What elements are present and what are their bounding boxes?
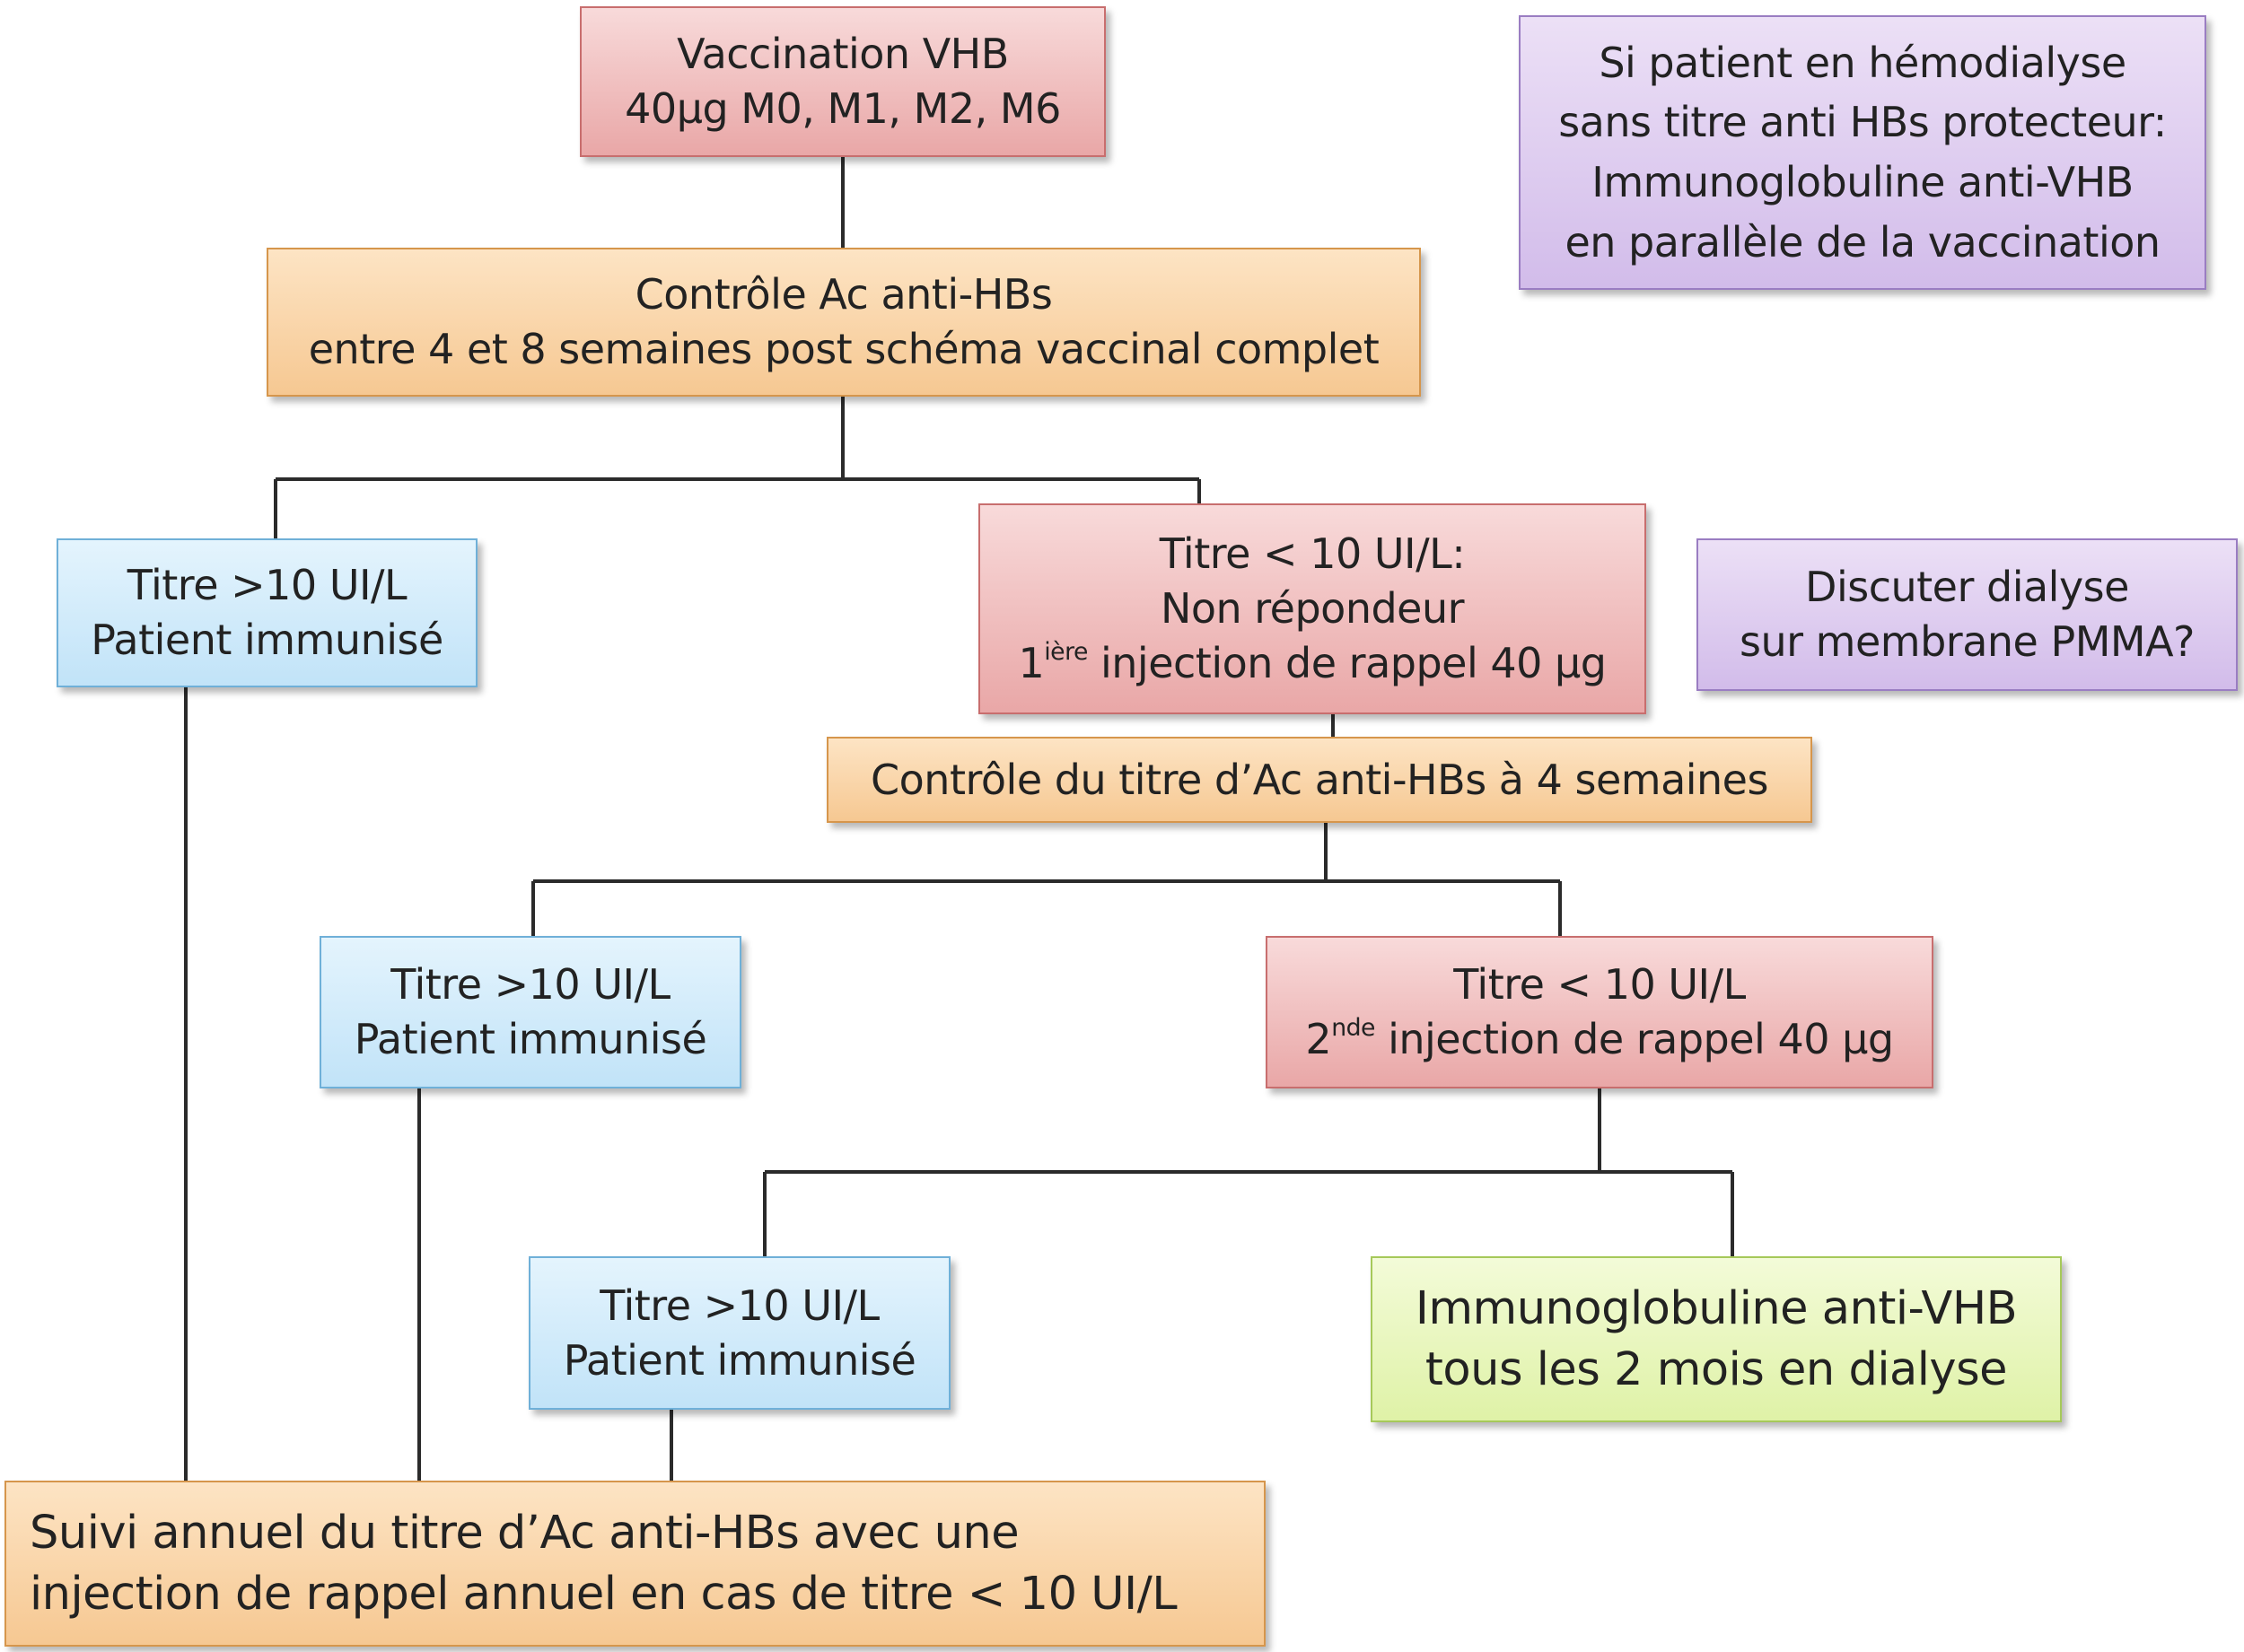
pmma-note-box: Discuter dialyse sur membrane PMMA?: [1696, 538, 2238, 691]
rappel2-line2: 2nde injection de rappel 40 µg: [1305, 1012, 1894, 1067]
non-repondeur-line2: Non répondeur: [1160, 584, 1465, 634]
non-repondeur-injection-text: injection de rappel 40 µg: [1087, 638, 1607, 687]
vaccination-line1: Vaccination VHB: [677, 30, 1009, 79]
vaccination-line2: 40µg M0, M1, M2, M6: [625, 84, 1061, 133]
controle-initial-box: Contrôle Ac anti-HBs entre 4 et 8 semain…: [267, 248, 1421, 397]
immunise3-line1: Titre >10 UI/L: [600, 1281, 880, 1330]
controle-4-semaines-box: Contrôle du titre d’Ac anti-HBs à 4 sema…: [827, 737, 1812, 823]
non-repondeur-ordinal-suffix: ière: [1044, 637, 1088, 666]
patient-immunise-box-1: Titre >10 UI/L Patient immunisé: [57, 538, 478, 687]
patient-immunise-box-2: Titre >10 UI/L Patient immunisé: [320, 936, 741, 1088]
non-repondeur-line1: Titre < 10 UI/L:: [1159, 529, 1466, 579]
non-repondeur-line3: 1ière injection de rappel 40 µg: [1018, 636, 1607, 691]
rappel2-ordinal: 2: [1305, 1015, 1332, 1063]
immunoglobuline-line1: Immunoglobuline anti-VHB: [1415, 1282, 2018, 1336]
rappel2-line1: Titre < 10 UI/L: [1453, 960, 1746, 1010]
non-repondeur-box: Titre < 10 UI/L: Non répondeur 1ière inj…: [978, 503, 1646, 714]
hemodialyse-note-line3: Immunoglobuline anti-VHB: [1591, 158, 2134, 206]
immunise2-line2: Patient immunisé: [354, 1015, 707, 1063]
immunise2-line1: Titre >10 UI/L: [390, 960, 671, 1010]
non-repondeur-ordinal: 1: [1018, 638, 1045, 687]
immunoglobuline-box: Immunoglobuline anti-VHB tous les 2 mois…: [1371, 1256, 2062, 1422]
suivi-annuel-line2: injection de rappel annuel en cas de tit…: [30, 1567, 1178, 1621]
rappel2-ordinal-suffix: nde: [1331, 1014, 1375, 1042]
controle-4-semaines-text: Contrôle du titre d’Ac anti-HBs à 4 sema…: [871, 755, 1768, 804]
immunoglobuline-line2: tous les 2 mois en dialyse: [1424, 1342, 2008, 1396]
controle-initial-line1: Contrôle Ac anti-HBs: [635, 270, 1053, 319]
pmma-note-line1: Discuter dialyse: [1805, 563, 2129, 612]
suivi-annuel-line1: Suivi annuel du titre d’Ac anti-HBs avec…: [30, 1507, 1020, 1560]
hemodialyse-note-box: Si patient en hémodialyse sans titre ant…: [1519, 15, 2206, 290]
rappel2-injection-text: injection de rappel 40 µg: [1374, 1015, 1894, 1063]
suivi-annuel-box: Suivi annuel du titre d’Ac anti-HBs avec…: [4, 1481, 1266, 1647]
pmma-note-line2: sur membrane PMMA?: [1740, 617, 2195, 666]
rappel-2-box: Titre < 10 UI/L 2nde injection de rappel…: [1266, 936, 1933, 1088]
hemodialyse-note-line4: en parallèle de la vaccination: [1565, 217, 2161, 267]
hemodialyse-note-line2: sans titre anti HBs protecteur:: [1558, 98, 2167, 147]
hemodialyse-note-line1: Si patient en hémodialyse: [1599, 38, 2126, 87]
vaccination-box: Vaccination VHB 40µg M0, M1, M2, M6: [580, 6, 1106, 157]
immunise1-line2: Patient immunisé: [91, 616, 443, 664]
patient-immunise-box-3: Titre >10 UI/L Patient immunisé: [529, 1256, 951, 1410]
immunise3-line2: Patient immunisé: [563, 1335, 916, 1385]
immunise1-line1: Titre >10 UI/L: [127, 561, 408, 610]
controle-initial-line2: entre 4 et 8 semaines post schéma vaccin…: [308, 325, 1380, 373]
